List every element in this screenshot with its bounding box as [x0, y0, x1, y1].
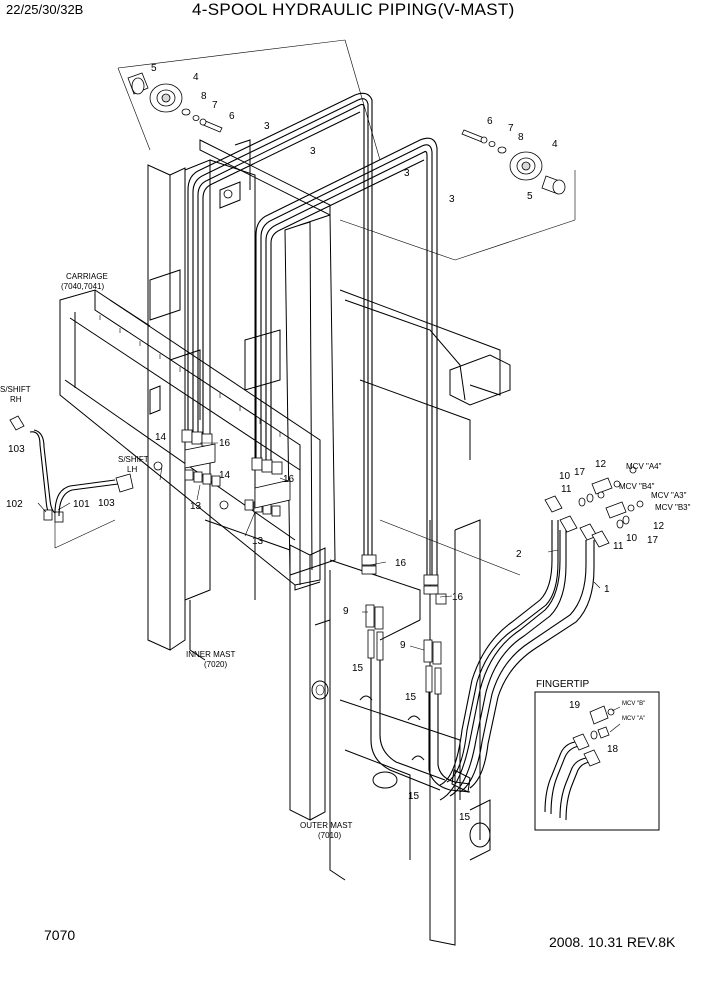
page-number: 7070	[44, 927, 75, 943]
inner-mast-ref: (7020)	[204, 660, 227, 669]
mcv-b3-label: MCV "B3"	[655, 503, 691, 512]
callout-102: 102	[6, 499, 23, 510]
callout-hose-3c: 3	[404, 168, 410, 179]
callout-mcv-11a: 11	[561, 484, 572, 495]
left-sheave-assembly	[127, 72, 223, 133]
upper-hoses	[187, 92, 438, 580]
fingertip-labels: FINGERTIP MCV "B" MCV "A" 19 18	[536, 679, 645, 755]
mcv-b4-label: MCV "B4"	[619, 482, 655, 491]
sshift-rh-label: S/SHIFT	[0, 385, 31, 394]
callout-mast-15a: 15	[352, 663, 364, 674]
callout-103a: 103	[8, 444, 25, 455]
carriage-fittings	[181, 429, 291, 517]
inner-mast-label: INNER MAST	[186, 650, 235, 659]
revision-stamp: 2008. 10.31 REV.8K	[549, 934, 676, 950]
assembly-labels: CARRIAGE (7040,7041) S/SHIFT RH S/SHIFT …	[0, 272, 353, 840]
mcv-pipes	[439, 466, 644, 801]
callout-right-6: 6	[487, 116, 493, 127]
outer-mast	[147, 139, 521, 946]
sshift-lh-side: LH	[127, 465, 137, 474]
outer-mast-ref: (7010)	[318, 831, 341, 840]
callout-right-7: 7	[508, 123, 514, 134]
mcv-a4-label: MCV "A4"	[626, 462, 662, 471]
callout-rh-13: 13	[252, 536, 264, 547]
page-title: 4-SPOOL HYDRAULIC PIPING(V-MAST)	[192, 0, 515, 19]
callout-mast-15b: 15	[405, 692, 417, 703]
callout-hose-3d: 3	[449, 194, 455, 205]
mcv-port-labels: MCV "A4" MCV "B4" MCV "A3" MCV "B3"	[619, 462, 691, 512]
callout-mcv-10b: 10	[626, 533, 638, 544]
callout-hose-3b: 3	[310, 146, 316, 157]
callout-mcv-10a: 10	[559, 471, 571, 482]
side-shift-hoses	[9, 415, 163, 523]
mast-fittings	[359, 554, 471, 793]
callout-mcv-17a: 17	[574, 467, 586, 478]
mcv-a3-label: MCV "A3"	[651, 491, 687, 500]
callout-mast-16a: 16	[395, 558, 407, 569]
callout-mast-9b: 9	[400, 640, 406, 651]
callouts: 5 4 8 7 6 6 7 8 4 5 3 3 3 3 14 16 13 14 …	[6, 63, 665, 823]
callout-mast-15c: 15	[408, 791, 420, 802]
sshift-lh-label: S/SHIFT	[118, 455, 149, 464]
sshift-rh-side: RH	[10, 395, 22, 404]
callout-mcv-17b: 17	[647, 535, 659, 546]
callout-left-7: 7	[212, 100, 218, 111]
leader-lines	[37, 442, 601, 651]
callout-left-4: 4	[193, 72, 199, 83]
callout-rh-16: 16	[283, 474, 295, 485]
callout-hose-3a: 3	[264, 121, 270, 132]
callout-lh-14: 14	[155, 432, 167, 443]
model-code: 22/25/30/32B	[6, 2, 83, 17]
fingertip-inset	[534, 691, 660, 831]
carriage-ref: (7040,7041)	[61, 282, 104, 291]
outer-mast-label: OUTER MAST	[300, 821, 353, 830]
callout-mcv-12a: 12	[595, 459, 607, 470]
callout-mast-15d: 15	[459, 812, 471, 823]
fingertip-title: FINGERTIP	[536, 679, 589, 690]
callout-lh-16: 16	[219, 438, 231, 449]
callout-mast-16b: 16	[452, 592, 464, 603]
fingertip-mcv-b: MCV "B"	[622, 701, 645, 707]
callout-101: 101	[73, 499, 90, 510]
callout-103b: 103	[98, 498, 115, 509]
right-sheave-assembly	[461, 129, 566, 195]
callout-left-6: 6	[229, 111, 235, 122]
callout-left-5: 5	[151, 63, 157, 74]
fingertip-mcv-a: MCV "A"	[622, 716, 645, 722]
callout-mcv-11b: 11	[613, 541, 624, 552]
fingertip-callout-18: 18	[607, 744, 619, 755]
callout-lh-13: 13	[190, 501, 202, 512]
callout-pipe-1: 1	[604, 584, 610, 595]
callout-mast-9a: 9	[343, 606, 349, 617]
callout-rh-14: 14	[219, 470, 231, 481]
callout-right-8: 8	[518, 132, 524, 143]
callout-left-8: 8	[201, 91, 207, 102]
callout-mcv-12b: 12	[653, 521, 665, 532]
fingertip-callout-19: 19	[569, 700, 581, 711]
carriage-label: CARRIAGE	[66, 272, 108, 281]
callout-right-5: 5	[527, 191, 533, 202]
reference-lines	[54, 39, 576, 549]
callout-right-4: 4	[552, 139, 558, 150]
callout-pipe-2: 2	[516, 549, 522, 560]
inner-mast	[149, 139, 336, 661]
